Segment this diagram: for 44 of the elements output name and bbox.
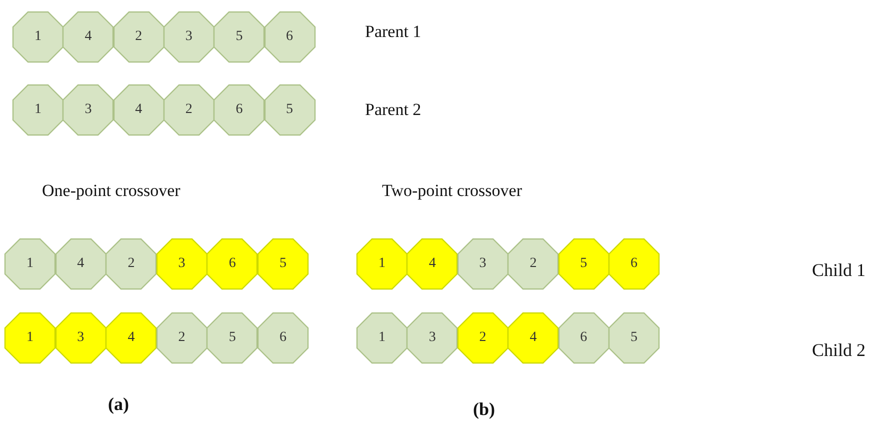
row-label: Parent 1 — [365, 22, 422, 42]
gene-number: 5 — [579, 256, 588, 272]
gene-number: 4 — [76, 256, 86, 272]
gene-number: 4 — [134, 102, 144, 118]
gene-number: 2 — [528, 256, 538, 272]
gene-number: 2 — [126, 256, 136, 272]
gene-number: 1 — [26, 256, 34, 272]
gene-number: 6 — [228, 256, 237, 272]
gene-number: 4 — [126, 330, 136, 346]
gene-number: 6 — [234, 102, 244, 118]
gene-number: 4 — [528, 330, 538, 346]
gene-number: 1 — [26, 330, 34, 346]
section-heading: One-point crossover — [42, 181, 180, 201]
gene-number: 3 — [428, 330, 437, 346]
gene-number: 5 — [630, 330, 638, 346]
gene-number: 3 — [84, 102, 93, 118]
gene-number: 2 — [184, 102, 194, 118]
row-label: Child 1 — [812, 260, 866, 281]
gene-number: 4 — [84, 29, 93, 45]
gene-number: 5 — [234, 29, 244, 45]
panel-label: (a) — [108, 394, 129, 415]
gene-number: 3 — [184, 29, 194, 45]
gene-number: 3 — [177, 256, 186, 272]
gene-number: 1 — [378, 330, 386, 346]
gene-number: 2 — [177, 330, 186, 346]
row-label: Child 2 — [812, 340, 866, 361]
gene-number: 6 — [630, 256, 638, 272]
gene-number: 2 — [478, 330, 488, 346]
gene-number: 4 — [428, 256, 437, 272]
section-heading: Two-point crossover — [382, 181, 522, 201]
gene-number: 5 — [228, 330, 237, 346]
gene-number: 6 — [278, 330, 288, 346]
gene-number: 1 — [34, 29, 42, 45]
gene-number: 5 — [278, 256, 288, 272]
gene-number: 3 — [76, 330, 86, 346]
row-label: Parent 2 — [365, 100, 422, 120]
gene-number: 6 — [579, 330, 588, 346]
gene-number: 2 — [134, 29, 144, 45]
panel-label: (b) — [473, 399, 495, 420]
gene-number: 6 — [285, 29, 294, 45]
gene-number: 5 — [285, 102, 294, 118]
gene-number: 1 — [378, 256, 386, 272]
gene-number: 3 — [478, 256, 488, 272]
gene-number: 1 — [34, 102, 42, 118]
